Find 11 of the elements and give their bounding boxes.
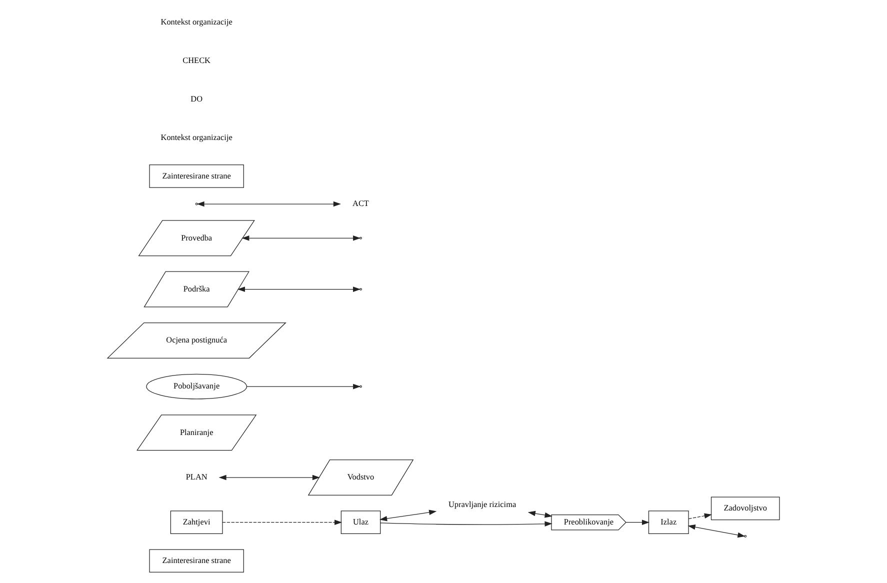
arrow bbox=[242, 235, 361, 241]
arrow bbox=[380, 521, 552, 527]
arrow bbox=[688, 513, 712, 520]
arrow bbox=[380, 510, 437, 522]
arrow bbox=[222, 520, 342, 525]
arrow bbox=[688, 524, 746, 538]
arrow bbox=[196, 201, 341, 207]
arrow bbox=[237, 286, 361, 292]
arrow bbox=[218, 474, 320, 480]
arrow bbox=[528, 510, 552, 518]
arrow bbox=[626, 520, 650, 525]
